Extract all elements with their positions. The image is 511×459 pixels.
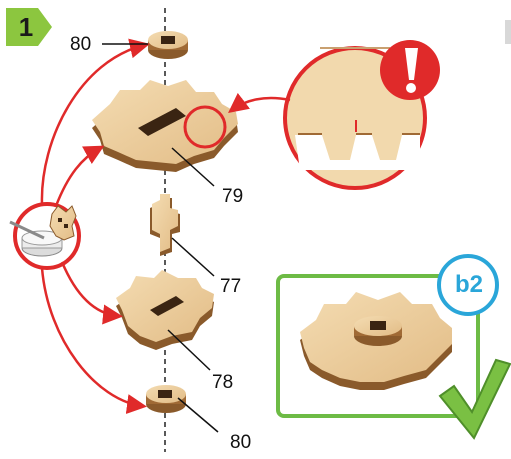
assembled-gear — [300, 292, 452, 390]
callout-small-gear: 78 — [212, 372, 234, 393]
step-number: 1 — [18, 12, 34, 42]
large-gear — [92, 80, 238, 172]
step-badge: 1 — [6, 8, 56, 46]
checkmark-icon — [438, 358, 511, 440]
washer-top — [148, 31, 188, 59]
assembled-view-frame — [276, 274, 480, 418]
glue-arrow-top-washer — [40, 38, 150, 205]
detail-badge-circle — [437, 254, 499, 316]
callout-bottom-washer: 80 — [230, 432, 252, 453]
detail-badge-label: b2 — [454, 271, 483, 298]
glue-arrow-bottom-washer — [40, 267, 147, 414]
leader-small-gear — [167, 329, 211, 371]
step-badge-shape — [6, 8, 52, 46]
detail-highlight-circle — [183, 105, 227, 149]
glue-arrow-large-gear — [54, 145, 105, 207]
cross-axle — [150, 194, 180, 256]
next-step-frame-edge — [505, 20, 511, 44]
glue-arrow-small-gear — [60, 261, 123, 325]
washer-bottom — [146, 385, 186, 413]
warning-exclamation-icon — [405, 48, 418, 93]
leader-bottom-washer — [177, 397, 219, 433]
zoom-arrow — [228, 92, 291, 114]
glue-pot-icon — [9, 202, 81, 270]
small-gear — [116, 270, 214, 350]
callout-large-gear: 79 — [222, 186, 244, 207]
leader-cross-axle — [171, 237, 215, 277]
callout-top-washer: 80 — [70, 34, 92, 55]
callout-cross-axle: 77 — [220, 276, 242, 297]
leader-large-gear — [171, 147, 215, 187]
